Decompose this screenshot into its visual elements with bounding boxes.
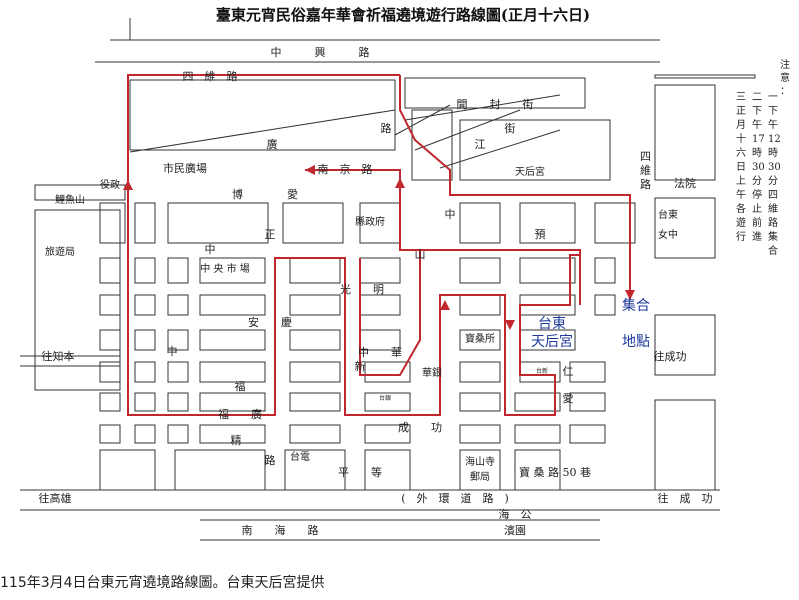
highlight-labels: 台東 天后宮 集合 地點 [531,297,650,350]
road-ren: 仁 [563,365,574,378]
photo-caption: 115年3月4日台東元宵遶境路線圖。台東天后宮提供 [0,575,325,591]
road-lu: 路 [381,122,392,135]
temple-label-1: 台東 [538,316,566,332]
road-zhonghua: 中 華 [358,346,402,359]
road-boai: 博 愛 [232,188,298,201]
note-3: 三正月十六日上午各遊行 [736,92,746,243]
place-huayin: 華銀 [422,366,442,379]
road-waihuan: ( 外 環 道 路 ) [401,491,509,505]
road-guangdong: 廣 [267,137,278,151]
place-jiumu: 鯉魚山 [55,193,85,206]
place-tianhou: 天后宮 [515,165,545,178]
note-title: 注意： [780,58,790,97]
road-zhibenshi: 往知本 [42,349,75,363]
road-grid [20,18,756,541]
road-binyuan: 濱園 [504,523,526,537]
place-labels: 天后宮 縣政府 寶桑所 海山寺 郵局 台電 台東 女中 華銀 中 央 市 場 鯉… [45,165,678,483]
place-market: 中 央 市 場 [200,262,250,275]
road-nanmen: 往成功 [654,349,687,363]
vertical-road-labels: 四維路 中 山 正 中 仁 愛 中 預 新 [167,150,652,405]
arrow-mid [440,300,450,310]
place-youju: 郵局 [470,471,490,483]
temple-label-2: 天后宮 [531,334,573,350]
road-guangming: 光 明 [340,282,384,296]
road-kaifeng: 開 封 街 [457,97,534,111]
place-taiwan: 台新 [536,367,548,375]
road-fayuan: 法院 [674,176,696,190]
place-jinghe: 台銀 [379,394,391,402]
road-labels: 中 興 路 四 維 路 開 封 街 江 街 路 廣 南 京 路 博 愛 市民廣場… [39,46,713,537]
road-fugui: 福 廣 [218,407,262,421]
road-fuzhen: 福 [235,379,246,393]
road-yu: 預 [535,228,546,241]
road-haigong: 海 公 [499,507,532,521]
route-map: 臺東元宵民俗嘉年華會祈福遶境遊行路線圖(正月十六日) [20,6,790,541]
road-chengfeng: 成 功 [398,421,442,434]
place-haishan: 海山寺 [465,455,495,468]
road-zhengqi: 正 [265,228,276,241]
road-xinsheng: 新 [355,359,366,373]
road-shan: 山 [415,248,426,261]
road-siwei-vertical: 四維路 [640,150,651,191]
assembly-label-2: 地點 [622,334,650,350]
place-nvzhong: 女中 [658,228,678,241]
road-siwei: 四 維 路 [183,70,238,83]
map-title: 臺東元宵民俗嘉年華會祈福遶境遊行路線圖(正月十六日) [216,6,590,24]
road-zhongzheng: 中 [205,243,216,256]
road-nanhai: 南 海 路 [242,523,319,537]
road-lushi: 路 [265,454,276,467]
road-chenggong2: 往 成 功 [658,491,713,505]
place-fuzheng: 縣政府 [355,215,385,228]
arrow-assembly [625,290,635,300]
road-zhongshan: 中 [445,208,456,221]
road-gaoxiong: 往高雄 [39,491,72,505]
road-nanjing: 南 京 路 [318,162,373,176]
road-jie: 街 [505,121,516,135]
parade-route [127,74,631,416]
route-arrows [123,165,635,330]
road-zhongshanroad: 中 [167,345,178,358]
arrow-left [123,180,133,190]
road-pingdeng: 平 等 [338,465,382,479]
road-zhongxing: 中 興 路 [271,46,370,59]
road-shimin: 市民廣場 [163,161,207,175]
place-baosang: 寶桑所 [465,332,495,345]
place-shiji: 役政 [100,178,120,191]
place-taidong: 台東 [658,208,678,221]
place-taidian: 台電 [290,450,310,463]
arrow-nanjing [305,165,315,175]
arrow-center [395,178,405,188]
road-baosang: 寶 桑 路 50 巷 [519,465,591,479]
assembly-label-1: 集合 [622,297,650,314]
road-jiang: 江 [475,138,486,151]
road-anqing: 安 慶 [248,315,292,329]
arrow-mid2 [505,320,515,330]
place-jinlong: 旅遊局 [45,245,75,258]
road-ai: 愛 [563,392,574,405]
road-jingcheng: 精 [231,434,242,447]
